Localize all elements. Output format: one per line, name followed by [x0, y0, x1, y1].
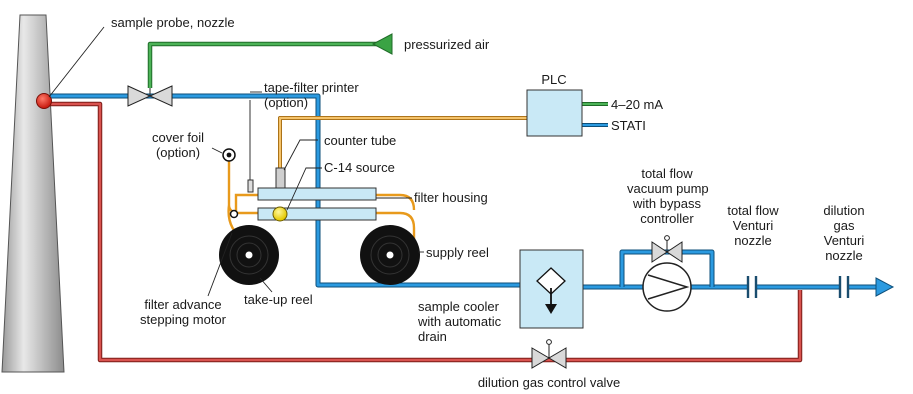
label-counter-tube: counter tube	[324, 133, 397, 148]
label-total-flow-venturi: total flow Venturi nozzle	[727, 203, 779, 248]
dilution-venturi	[838, 276, 850, 298]
label-tape-filter-printer: tape-filter printer (option)	[264, 80, 359, 110]
total-flow-venturi	[746, 276, 758, 298]
label-dilution-venturi: dilution gas Venturi nozzle	[823, 203, 865, 263]
c14-source	[272, 206, 288, 222]
filter-housing-top	[257, 187, 377, 201]
sample-cooler	[519, 249, 584, 329]
counter-tube	[275, 167, 286, 189]
tape-filter-printer	[247, 179, 254, 193]
label-filter-housing: filter housing	[414, 190, 488, 205]
pressurized-air-arrow	[371, 33, 393, 55]
label-total-flow-pump: total flow vacuum pump with bypass contr…	[627, 166, 709, 226]
dilution-control-valve	[531, 339, 567, 369]
label-supply-reel: supply reel	[426, 245, 489, 260]
label-pressurized-air: pressurized air	[404, 37, 490, 52]
label-cover-foil: cover foil (option)	[151, 130, 205, 160]
plc-box	[526, 89, 583, 137]
label-sample-cooler: sample cooler with automatic drain	[418, 299, 502, 344]
label-c14-source: C-14 source	[324, 160, 395, 175]
take-up-reel	[219, 225, 279, 285]
supply-reel	[360, 225, 420, 285]
exhaust-arrow	[875, 277, 895, 297]
idler-roller	[229, 209, 239, 219]
label-sample-probe: sample probe, nozzle	[111, 15, 235, 30]
stack	[1, 14, 65, 373]
label-take-up-reel: take-up reel	[244, 292, 313, 307]
bypass-valve	[651, 235, 683, 263]
label-plc: PLC	[541, 72, 567, 87]
sample-probe-nozzle	[36, 93, 52, 109]
filter-housing-bottom	[257, 207, 377, 221]
leader-lines	[48, 26, 424, 297]
label-stati: STATI	[611, 118, 646, 133]
sample-valve	[127, 85, 173, 107]
cover-foil-roll	[222, 148, 236, 162]
vacuum-pump	[642, 262, 692, 312]
label-4-20-ma: 4–20 mA	[611, 97, 664, 112]
label-filter-advance: filter advance stepping motor	[140, 297, 226, 327]
label-dilution-valve: dilution gas control valve	[477, 375, 621, 390]
